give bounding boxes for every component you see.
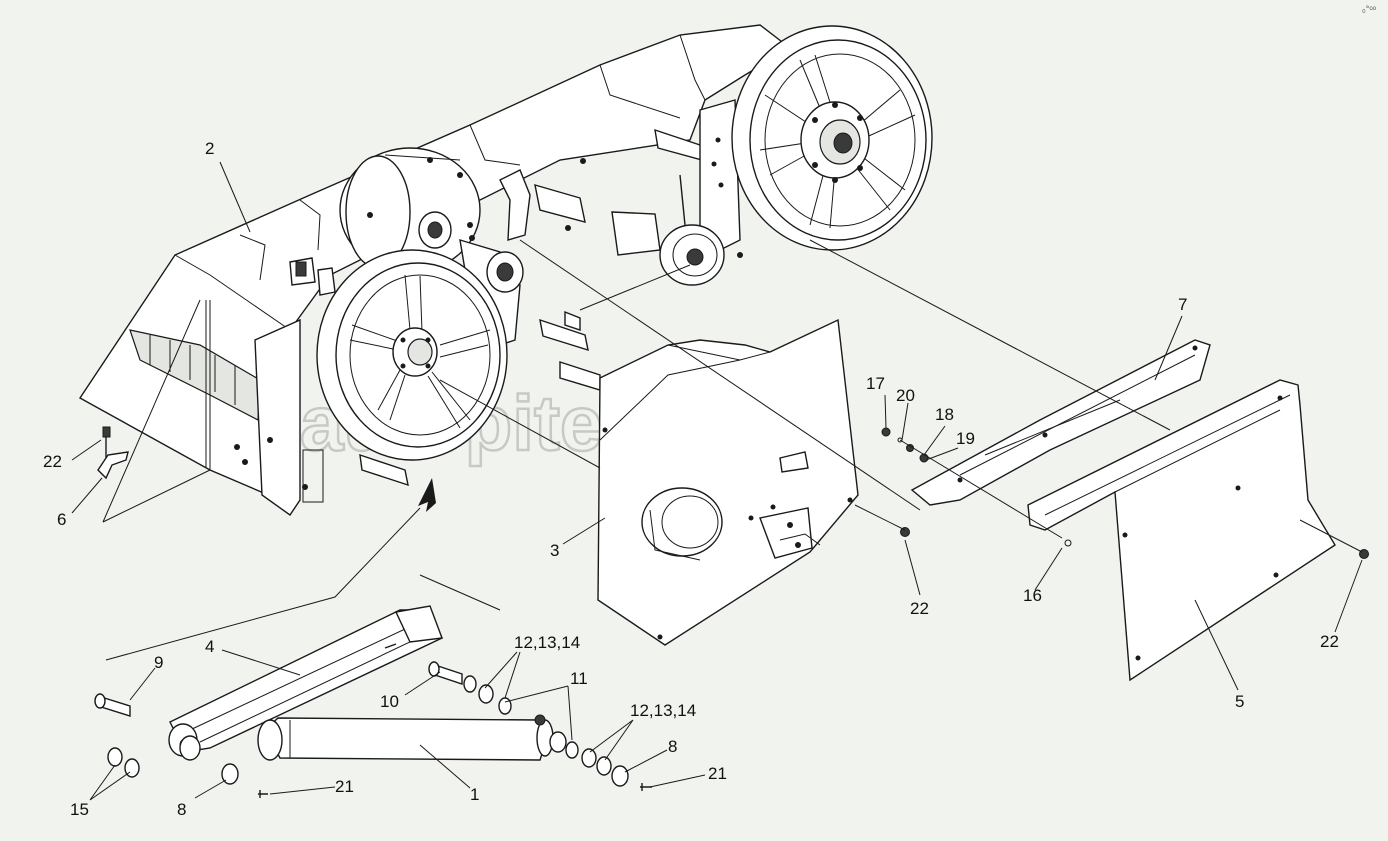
assembly-lines xyxy=(102,239,1363,661)
callout-2: 2 xyxy=(205,139,214,158)
part-4-cylinder-tube xyxy=(168,605,443,761)
pin-10 xyxy=(428,661,463,685)
callout-22: 22 xyxy=(43,452,62,471)
part-2-frame xyxy=(78,24,792,516)
corner-mark: ₀°ᵒᵒ xyxy=(1362,4,1377,14)
callout-16: 16 xyxy=(1023,586,1042,605)
callout-18: 18 xyxy=(935,405,954,424)
part-7-guard xyxy=(910,339,1211,506)
washers xyxy=(107,675,652,798)
callout-3: 3 xyxy=(550,541,559,560)
part-5-shield xyxy=(1027,379,1336,682)
right-big-pulley xyxy=(731,25,933,251)
callout-labels: 2 22 6 7 17 20 18 19 3 22 16 22 5 4 9 12… xyxy=(43,139,1339,819)
callout-1: 1 xyxy=(470,785,479,804)
callout-5: 5 xyxy=(1235,692,1244,711)
callout-9: 9 xyxy=(154,653,163,672)
callout-22: 22 xyxy=(910,599,929,618)
tensioner-pulley xyxy=(659,174,725,286)
callout-6: 6 xyxy=(57,510,66,529)
idler-pulley-left xyxy=(418,211,452,249)
callout-21: 21 xyxy=(708,764,727,783)
callout-8: 8 xyxy=(668,737,677,756)
pin-9 xyxy=(94,693,131,717)
callout-17: 17 xyxy=(866,374,885,393)
callout-19: 19 xyxy=(956,429,975,448)
callout-10: 10 xyxy=(380,692,399,711)
callout-4: 4 xyxy=(205,637,214,656)
left-big-pulley xyxy=(316,249,508,461)
direction-arrow xyxy=(418,478,436,512)
part-3-side-cover xyxy=(597,318,859,646)
callout-leaders xyxy=(71,161,1363,801)
callout-11: 11 xyxy=(570,669,588,688)
part-1-cylinder xyxy=(257,714,567,761)
callout-12-13-14: 12,13,14 xyxy=(630,701,696,720)
callout-8: 8 xyxy=(177,800,186,819)
callout-15: 15 xyxy=(70,800,89,819)
callout-7: 7 xyxy=(1178,295,1187,314)
callout-21: 21 xyxy=(335,777,354,796)
callout-12-13-14: 12,13,14 xyxy=(514,633,580,652)
callout-22: 22 xyxy=(1320,632,1339,651)
callout-20: 20 xyxy=(896,386,915,405)
